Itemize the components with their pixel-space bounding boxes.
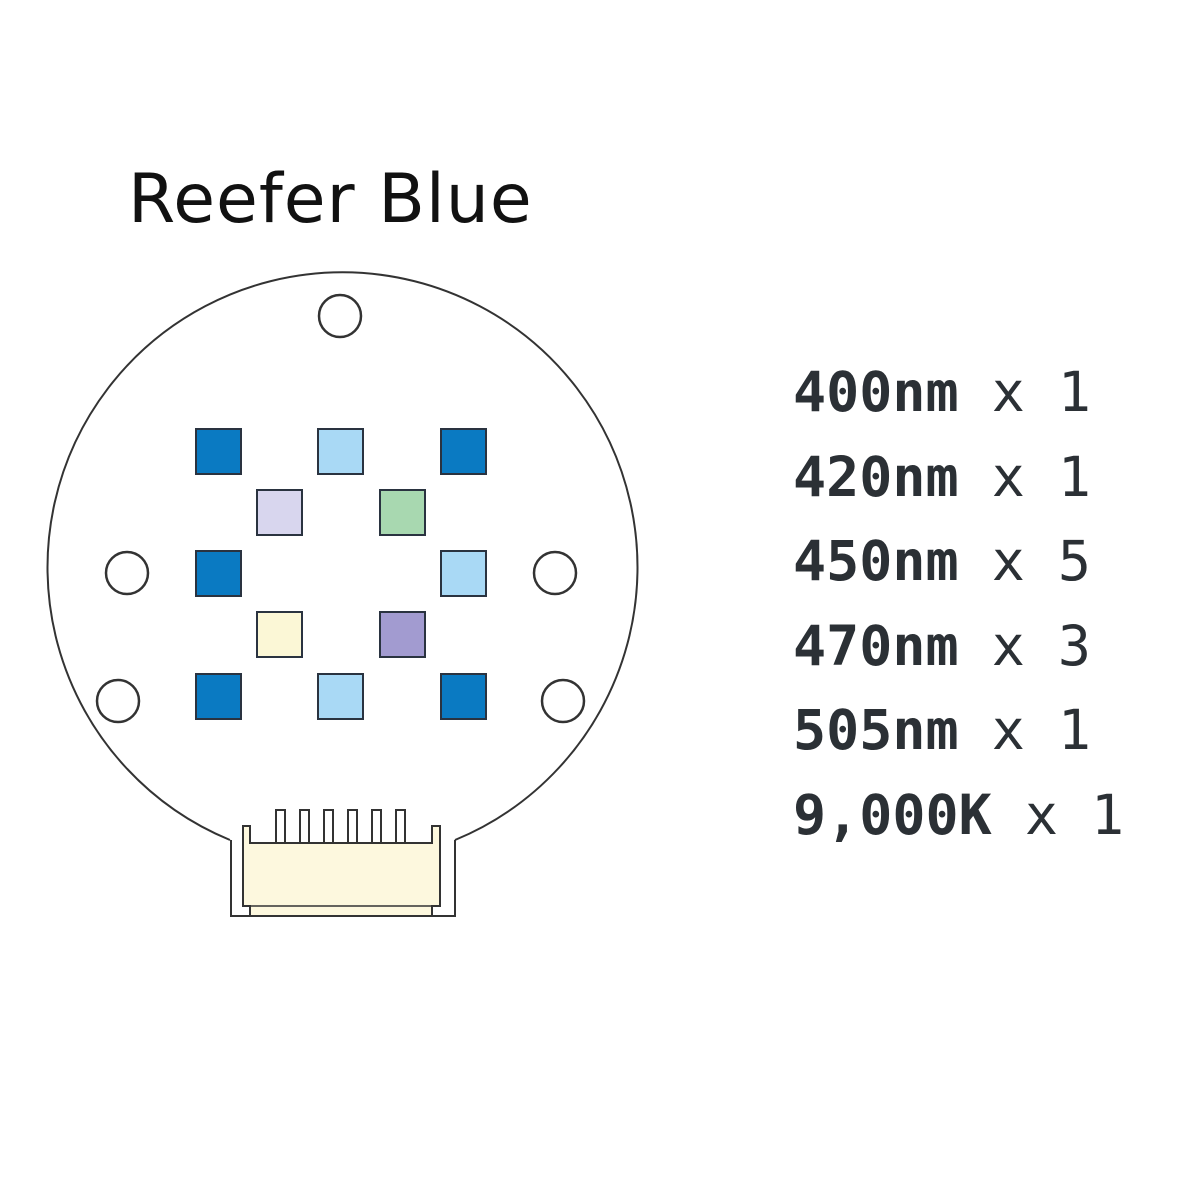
connector <box>230 809 456 917</box>
mounting-hole <box>317 293 363 339</box>
led-spec-list: 400nm x 1 420nm x 1 450nm x 5 470nm x 3 … <box>793 350 1124 857</box>
connector-pin <box>275 809 286 844</box>
led-chip-violet <box>379 611 426 658</box>
mounting-hole <box>95 678 141 724</box>
led-chip-deep-blue <box>195 550 242 597</box>
led-chip-light-blue <box>317 428 364 475</box>
led-chip-light-blue <box>317 673 364 720</box>
led-chip-green <box>379 489 426 536</box>
led-chip-light-blue <box>440 550 487 597</box>
spec-item-9000k: 9,000K x 1 <box>793 773 1124 858</box>
spec-item-420nm: 420nm x 1 <box>793 435 1124 520</box>
spec-item-470nm: 470nm x 3 <box>793 604 1124 689</box>
spec-count: x 3 <box>991 613 1092 678</box>
connector-pin <box>371 809 382 844</box>
spec-wavelength: 470nm <box>793 613 959 678</box>
led-chip-deep-blue <box>195 428 242 475</box>
connector-pin <box>395 809 406 844</box>
spec-wavelength: 450nm <box>793 529 959 593</box>
spec-wavelength: 400nm <box>793 360 959 424</box>
spec-wavelength: 505nm <box>793 698 959 762</box>
connector-pin <box>347 809 358 844</box>
spec-wavelength: 9,000K <box>793 782 992 847</box>
spec-wavelength: 420nm <box>793 444 959 509</box>
led-chip-deep-blue <box>440 673 487 720</box>
spec-count: x 1 <box>991 444 1092 509</box>
mounting-hole <box>540 678 586 724</box>
mounting-hole <box>104 550 150 596</box>
led-chip-cream <box>256 611 303 658</box>
led-chip-lavender <box>256 489 303 536</box>
connector-pin <box>299 809 310 844</box>
connector-pin <box>323 809 334 844</box>
mounting-hole <box>532 550 578 596</box>
page-title: Reefer Blue <box>128 160 533 239</box>
spec-item-505nm: 505nm x 1 <box>793 688 1124 773</box>
led-chip-deep-blue <box>440 428 487 475</box>
spec-count: x 1 <box>1024 782 1125 847</box>
spec-count: x 1 <box>991 698 1092 762</box>
led-chip-deep-blue <box>195 673 242 720</box>
spec-count: x 5 <box>991 529 1092 593</box>
spec-item-450nm: 450nm x 5 <box>793 519 1124 604</box>
spec-item-400nm: 400nm x 1 <box>793 350 1124 435</box>
spec-count: x 1 <box>991 360 1092 424</box>
